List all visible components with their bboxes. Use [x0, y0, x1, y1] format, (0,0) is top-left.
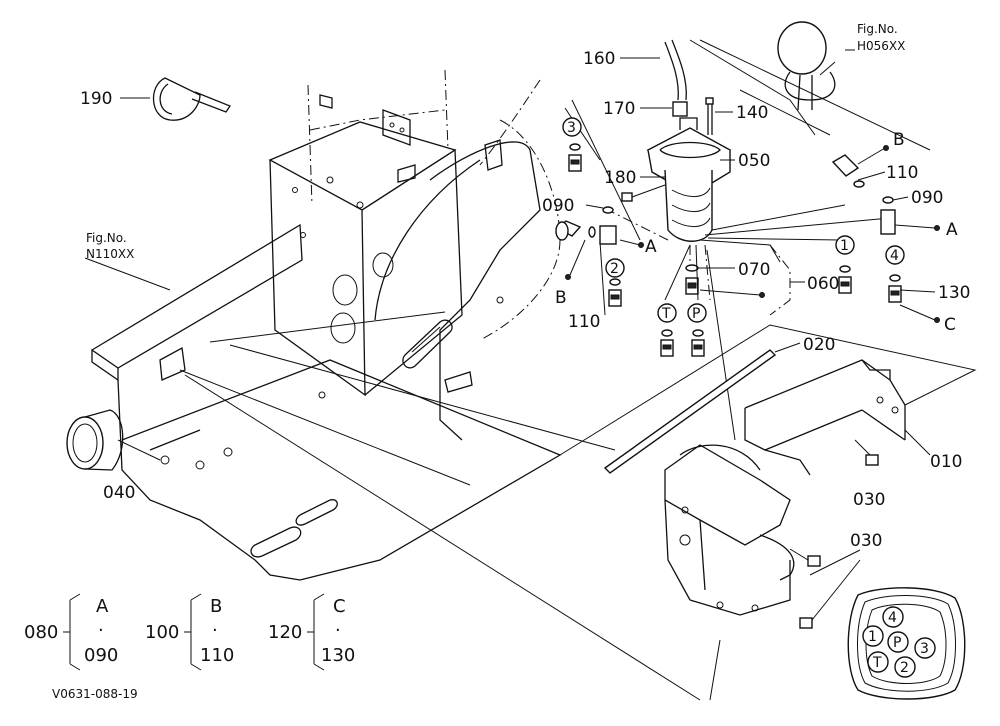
connector-A-right: A [946, 220, 958, 240]
connector-B-right: B [893, 130, 905, 150]
label-160: 160 [583, 49, 615, 69]
kit-080-number: 080 [24, 622, 58, 643]
layout-port-3: 3 [920, 641, 929, 657]
kit-120-number: 120 [268, 622, 302, 643]
port-T-label: T [661, 306, 671, 322]
label-110-right: 110 [886, 163, 918, 183]
fig-ref-top-line1: Fig.No. [857, 22, 898, 36]
fig-ref-left-line1: Fig.No. [86, 231, 127, 245]
kit-100-letter: B [210, 596, 222, 617]
kit-120-dot: · [335, 620, 341, 641]
label-070: 070 [738, 260, 770, 280]
lever-reference-sketch [777, 21, 836, 136]
label-020: 020 [803, 335, 835, 355]
bracket-010-assembly [559, 324, 977, 701]
connector-C-right: C [944, 315, 956, 335]
layout-port-T: T [872, 655, 882, 671]
leader-lines [569, 49, 936, 621]
part-040-pipe [66, 409, 161, 471]
port-4-label: 4 [890, 248, 899, 264]
label-060: 060 [807, 274, 839, 294]
chassis-frame [84, 69, 701, 701]
layout-port-1: 1 [868, 629, 877, 645]
fig-ref-top-line2: H056XX [857, 39, 905, 53]
connector-dots [565, 145, 940, 323]
label-190: 190 [80, 89, 112, 109]
kit-080-letter: A [96, 596, 109, 617]
kit-group-120: 120 C · 130 [268, 593, 355, 671]
fig-ref-left-line2: N110XX [86, 247, 134, 261]
label-110-left: 110 [568, 312, 600, 332]
kit-group-100: 100 B · 110 [145, 593, 234, 671]
port-markers [562, 117, 905, 323]
port-3-label: 3 [567, 120, 576, 136]
kit-100-dot: · [212, 620, 218, 641]
kit-080-sub: 090 [84, 645, 118, 666]
label-180: 180 [604, 168, 636, 188]
layout-port-4: 4 [888, 610, 897, 626]
kit-120-sub: 130 [321, 645, 355, 666]
label-040: 040 [103, 483, 135, 503]
connector-B-left: B [555, 288, 567, 308]
drawing-code: V0631-088-19 [52, 687, 138, 701]
port-layout-labels: 4 1 P 3 T 2 [862, 606, 936, 678]
connector-A-left: A [645, 237, 657, 257]
port-2-label: 2 [610, 261, 619, 277]
layout-port-P: P [893, 635, 901, 651]
kit-080-dot: · [98, 620, 104, 641]
part-190-cable-tie [120, 77, 231, 121]
kit-100-number: 100 [145, 622, 179, 643]
label-030-lower: 030 [850, 531, 882, 551]
label-090-right: 090 [911, 188, 943, 208]
kit-100-sub: 110 [200, 645, 234, 666]
kit-120-letter: C [333, 596, 346, 617]
pilot-valve-assembly [555, 39, 931, 441]
label-010: 010 [930, 452, 962, 472]
label-030-upper: 030 [853, 490, 885, 510]
kit-group-080: 080 A · 090 [24, 593, 118, 671]
label-170: 170 [603, 99, 635, 119]
layout-port-2: 2 [900, 660, 909, 676]
label-090-left: 090 [542, 196, 574, 216]
label-140: 140 [736, 103, 768, 123]
port-P-label: P [692, 306, 700, 322]
label-050: 050 [738, 151, 770, 171]
label-130: 130 [938, 283, 970, 303]
port-1-label: 1 [840, 238, 849, 254]
